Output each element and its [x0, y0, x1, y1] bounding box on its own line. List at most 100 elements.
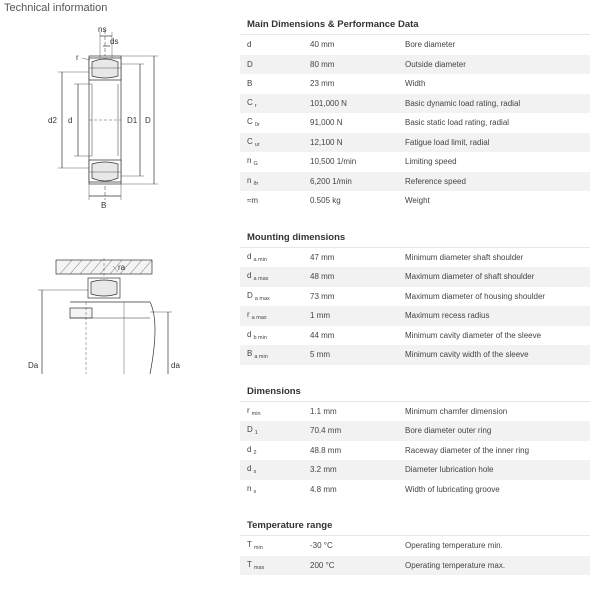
bearing-cross-section-drawing [58, 30, 158, 200]
symbol-main: D [247, 59, 253, 69]
symbol-subscript: b min [253, 334, 267, 341]
row-value: 1.1 mm [310, 406, 337, 416]
row-value: -30 °C [310, 541, 333, 551]
section-title: Dimensions [240, 383, 590, 402]
symbol-main: D [247, 425, 253, 435]
symbol-main: T [247, 559, 252, 569]
row-description: Width of lubricating groove [405, 484, 500, 494]
row-symbol: D [240, 60, 310, 69]
symbol-main: d [247, 40, 252, 50]
row-description: Maximum diameter of shaft shoulder [405, 272, 535, 282]
row-description: Fatigue load limit, radial [405, 137, 490, 147]
label-Da: Da [28, 361, 39, 370]
symbol-subscript: a max [253, 276, 269, 283]
row-value: 80 mm [310, 59, 335, 69]
symbol-subscript: min [253, 545, 263, 552]
symbol-subscript: max [253, 564, 265, 571]
row-value: 12,100 N [310, 137, 343, 147]
symbol-main: n [247, 483, 252, 493]
label-D: D [145, 116, 151, 125]
label-B: B [101, 201, 106, 210]
mounting-drawing [38, 258, 172, 375]
row-value: 10,500 1/min [310, 157, 357, 167]
symbol-main: B [247, 349, 253, 359]
row-value: 4.8 mm [310, 484, 337, 494]
symbol-subscript: min [251, 410, 261, 417]
symbol-main: d [247, 464, 252, 474]
symbol-main: d [247, 444, 252, 454]
row-description: Maximum recess radius [405, 311, 490, 321]
row-description: Outside diameter [405, 59, 466, 69]
row-value: 1 mm [310, 311, 330, 321]
symbol-main: D [247, 290, 253, 300]
symbol-subscript: G [253, 161, 258, 168]
row-value: 73 mm [310, 291, 335, 301]
row-value: 3.2 mm [310, 465, 337, 475]
section-title: Temperature range [240, 517, 590, 536]
row-symbol: ≈m [240, 196, 310, 205]
drawing-labels-2: ra Da da [28, 263, 180, 370]
row-symbol: d [240, 40, 310, 49]
symbol-main: d [247, 329, 252, 339]
symbol-subscript: r [254, 102, 257, 109]
row-value: 91,000 N [310, 118, 343, 128]
row-description: Minimum cavity width of the sleeve [405, 350, 529, 360]
symbol-main: n [247, 175, 252, 185]
symbol-main: ≈m [247, 196, 259, 206]
row-description: Basic dynamic load rating, radial [405, 98, 521, 108]
table-row: D 80 mm Outside diameter [240, 54, 590, 74]
symbol-main: C [247, 97, 253, 107]
label-ns: ns [98, 25, 106, 34]
row-value: 70.4 mm [310, 426, 342, 436]
symbol-main: C [247, 136, 253, 146]
row-description: Diameter lubrication hole [405, 465, 494, 475]
row-value: 47 mm [310, 252, 335, 262]
row-value: 200 °C [310, 560, 335, 570]
row-value: 6,200 1/min [310, 176, 352, 186]
row-description: Basic static load rating, radial [405, 118, 510, 128]
symbol-main: r [247, 310, 250, 320]
row-description: Width [405, 79, 426, 89]
row-value: 44 mm [310, 330, 335, 340]
row-value: 48 mm [310, 272, 335, 282]
row-description: Bore diameter [405, 40, 456, 50]
symbol-subscript: a min [254, 354, 268, 361]
row-value: 101,000 N [310, 98, 347, 108]
symbol-subscript: a min [253, 256, 267, 263]
row-description: Minimum diameter shaft shoulder [405, 252, 524, 262]
section-title: Main Dimensions & Performance Data [240, 16, 590, 35]
symbol-main: T [247, 540, 252, 550]
symbol-main: C [247, 117, 253, 127]
symbol-subscript: s [253, 469, 257, 476]
row-description: Raceway diameter of the inner ring [405, 445, 530, 455]
label-ra: ra [118, 263, 126, 272]
bearing-drawings: ns ds r d2 d D1 D B [28, 25, 180, 375]
row-description: Limiting speed [405, 157, 457, 167]
symbol-subscript: 2 [253, 449, 257, 456]
row-value: 5 mm [310, 350, 330, 360]
